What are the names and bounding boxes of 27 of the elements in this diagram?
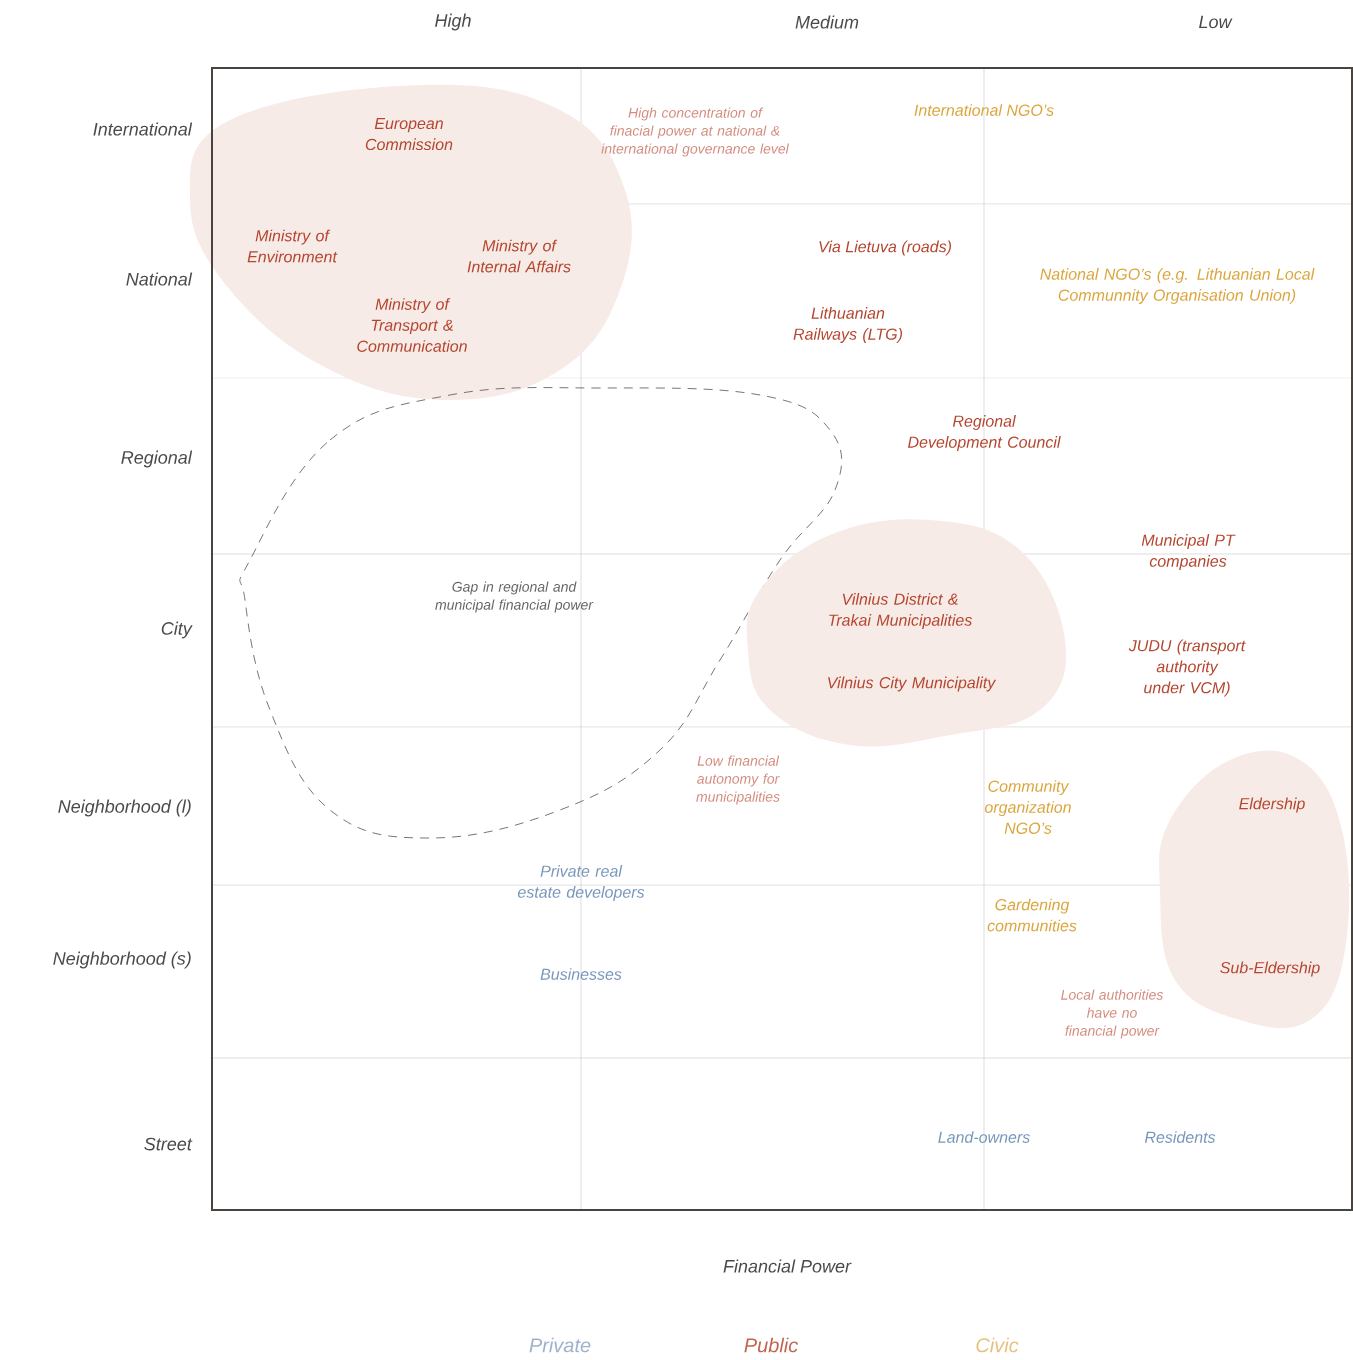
stakeholder-label: JUDU (transport authority under VCM) [1128,639,1246,697]
row-label: Neighborhood (s) [53,951,191,969]
stakeholder-label: Private real estate developers [517,865,645,901]
stakeholder-label: Businesses [540,968,622,980]
stakeholder-label: National NGO’s (e.g. Lithuanian Local Communnity Organisation Union) [1040,268,1315,304]
row-label: Regional [121,450,193,468]
stakeholder-label: Community organization NGO’s [984,780,1071,834]
row-label: Street [144,1137,193,1151]
annotation-note: Low financial autonomy for municipalities [696,755,780,805]
axis-label: Financial Power [723,1259,852,1273]
row-label: City [161,621,193,639]
legend-entry: Private [529,1337,591,1353]
legend-entry: Public [744,1337,798,1353]
stakeholder-label: Regional Development Council [908,415,1061,451]
stakeholder-label: Lithuanian Railways (LTG) [793,307,902,343]
axis-label: Medium [795,15,859,29]
row-label: Neighborhood (l) [58,799,191,817]
stakeholder-label: Via Lietuva (roads) [819,240,951,256]
shaded-region: Vilnius District & Trakai Municipalities Vilnius City Municipality [746,519,1067,747]
stakeholder-label: Municipal PT companies [1141,534,1236,570]
stakeholder-label: Gardening communities [987,898,1077,932]
axis-label: Low [1199,15,1233,29]
legend-entry: Civic [976,1337,1019,1353]
stakeholder-label: Residents [1144,1131,1216,1143]
axis-label: High [435,13,471,31]
stakeholder-label: Land-owners [938,1131,1030,1143]
stakeholder-label: International NGO’s [914,104,1054,116]
